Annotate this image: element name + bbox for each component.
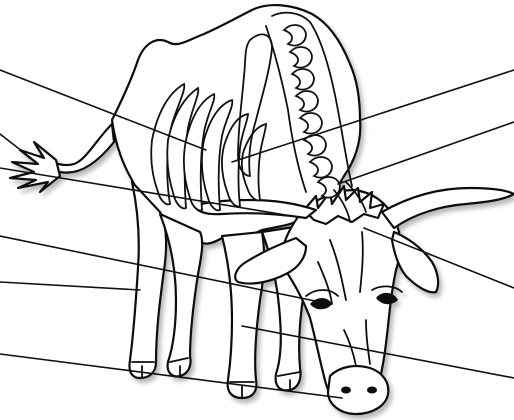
hind-leg-left <box>129 182 166 378</box>
tail-tuft <box>10 142 60 192</box>
nostril-right <box>367 387 377 394</box>
leader-line-left-5 <box>0 282 140 290</box>
muzzle <box>328 366 388 414</box>
leader-line-left-2 <box>0 134 36 162</box>
leader-line-right-2 <box>338 122 514 184</box>
nostril-left <box>341 387 351 394</box>
cow-drawing <box>10 5 514 414</box>
ear-right <box>392 232 438 292</box>
horn-right <box>382 188 514 228</box>
